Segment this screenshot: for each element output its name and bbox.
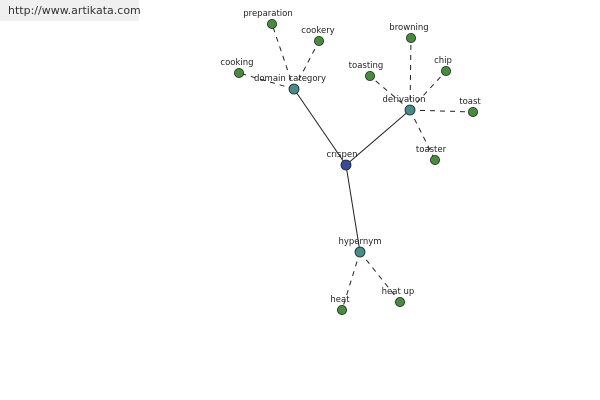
edge-crispen-domain_category xyxy=(293,88,347,166)
node-label[interactable]: domain category xyxy=(254,74,326,84)
node-marker[interactable] xyxy=(405,33,416,44)
edge-hypernym-heat xyxy=(341,251,361,311)
node-crispen[interactable]: crispen xyxy=(327,150,358,171)
node-preparation[interactable]: preparation xyxy=(243,9,293,29)
node-label[interactable]: preparation xyxy=(243,9,293,19)
node-marker[interactable] xyxy=(404,104,416,116)
node-label[interactable]: toasting xyxy=(349,61,384,71)
node-toast[interactable]: toast xyxy=(459,97,481,118)
node-label[interactable]: heat xyxy=(330,295,350,305)
edge-derivation-toast xyxy=(409,109,474,113)
node-hypernym[interactable]: hypernym xyxy=(338,237,382,258)
node-marker[interactable] xyxy=(336,304,347,315)
edge-derivation-toasting xyxy=(369,75,411,111)
node-cooking[interactable]: cooking xyxy=(220,58,254,79)
edge-derivation-chip xyxy=(409,70,447,111)
node-heat-up[interactable]: heat up xyxy=(382,287,415,307)
node-domain-category[interactable]: domain category xyxy=(254,74,326,95)
node-chip[interactable]: chip xyxy=(434,56,452,77)
node-browning[interactable]: browning xyxy=(389,23,429,44)
node-marker[interactable] xyxy=(394,296,405,307)
graph-edges xyxy=(238,23,474,311)
node-toaster[interactable]: toaster xyxy=(416,145,447,165)
node-label[interactable]: chip xyxy=(434,56,452,66)
site-url-link[interactable]: http://www.artikata.com xyxy=(8,4,141,17)
node-marker[interactable] xyxy=(354,246,366,258)
node-marker[interactable] xyxy=(364,71,375,82)
node-derivation[interactable]: derivation xyxy=(382,95,426,116)
edge-crispen-derivation xyxy=(345,109,411,166)
node-marker[interactable] xyxy=(313,36,324,47)
node-marker[interactable] xyxy=(467,107,478,118)
node-marker[interactable] xyxy=(288,83,300,95)
node-toasting[interactable]: toasting xyxy=(349,61,384,82)
node-label[interactable]: crispen xyxy=(327,150,358,160)
edge-domain_category-preparation xyxy=(271,23,295,90)
node-heat[interactable]: heat xyxy=(330,295,350,315)
node-marker[interactable] xyxy=(233,68,244,79)
node-label[interactable]: derivation xyxy=(382,95,425,105)
graph-nodes: crispen domain category derivation hypernym… xyxy=(220,9,481,315)
edge-hypernym-heat_up xyxy=(359,251,401,303)
node-label[interactable]: browning xyxy=(389,23,428,33)
node-marker[interactable] xyxy=(429,154,440,165)
edge-derivation-browning xyxy=(409,37,412,111)
url-bar: http://www.artikata.com xyxy=(0,0,141,21)
node-label[interactable]: toast xyxy=(459,97,481,107)
node-label[interactable]: toaster xyxy=(416,145,447,155)
node-label[interactable]: cookery xyxy=(301,26,334,36)
node-cookery[interactable]: cookery xyxy=(301,26,335,47)
node-label[interactable]: hypernym xyxy=(338,237,381,247)
edge-crispen-hypernym xyxy=(345,164,361,253)
node-label[interactable]: cooking xyxy=(220,58,253,68)
node-label[interactable]: heat up xyxy=(382,287,415,297)
node-marker[interactable] xyxy=(340,159,352,171)
node-marker[interactable] xyxy=(440,66,451,77)
node-marker[interactable] xyxy=(266,18,277,29)
